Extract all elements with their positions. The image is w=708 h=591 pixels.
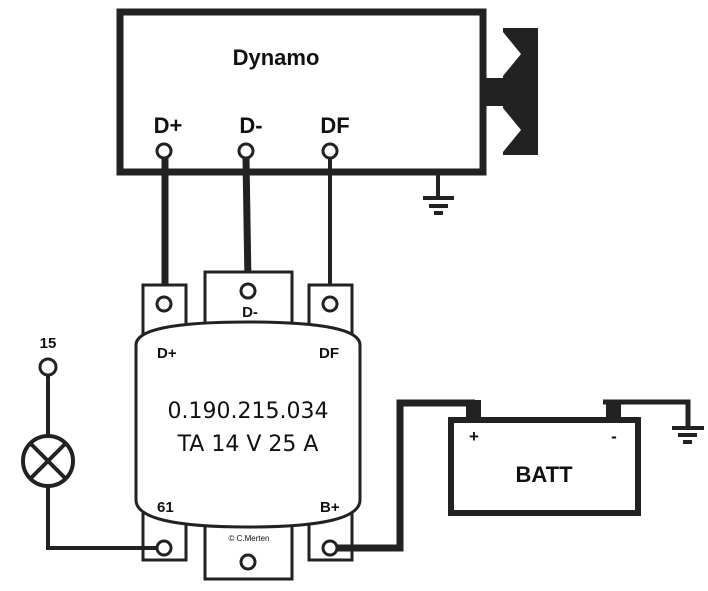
dynamo-title: Dynamo — [233, 45, 320, 70]
battery-minus-label: - — [611, 427, 617, 446]
dynamo-terminal-d-plus — [155, 142, 173, 160]
terminal-15 — [38, 357, 58, 377]
charge-lamp-circuit: 15 — [21, 335, 157, 550]
regulator-label-b-plus: B+ — [320, 499, 340, 516]
regulator-terminal-d-plus — [155, 295, 173, 313]
lamp-icon — [21, 434, 75, 488]
wire-d-minus — [242, 157, 252, 285]
regulator-rating: TA 14 V 25 A — [177, 432, 319, 457]
regulator-label-d-minus: D- — [242, 304, 258, 321]
battery-body — [448, 417, 641, 516]
dynamo-terminal-label-d-minus: D- — [239, 113, 262, 138]
regulator-terminal-61 — [155, 539, 173, 557]
terminal-15-label: 15 — [40, 335, 57, 352]
dynamo-terminal-label-df: DF — [320, 113, 349, 138]
battery-terminal-minus — [606, 400, 621, 422]
dynamo-terminal-label-d-plus: D+ — [154, 113, 183, 138]
ground-icon — [423, 196, 454, 215]
regulator-body — [134, 320, 362, 529]
copyright-label: © C.Merten — [228, 534, 269, 543]
battery-terminal-plus — [466, 400, 481, 422]
wire-lamp-61 — [46, 486, 157, 550]
pulley-shaft — [483, 78, 503, 106]
wire-b-plus-battery — [337, 399, 475, 552]
pulley-icon — [503, 28, 538, 155]
ground-icon — [672, 426, 704, 444]
regulator-label-d-plus: D+ — [157, 345, 177, 362]
regulator-terminal-b-plus — [321, 539, 339, 557]
regulator-part-number: 0.190.215.034 — [168, 399, 329, 424]
dynamo: Dynamo D+ D- DF — [116, 8, 538, 215]
dynamo-terminal-d-minus — [237, 142, 255, 160]
regulator-terminal-bottom — [239, 553, 257, 571]
regulator-label-df: DF — [319, 345, 339, 362]
regulator-terminal-d-minus — [239, 282, 257, 300]
dynamo-terminal-df — [321, 142, 339, 160]
battery-plus-label: + — [469, 427, 479, 446]
dynamo-body — [116, 8, 487, 176]
battery: + - BATT — [337, 399, 704, 552]
regulator: D- D+ DF 0.190.215.034 TA 14 V 25 A 61 B… — [134, 270, 362, 581]
regulator-label-61: 61 — [157, 499, 174, 516]
regulator-terminal-df — [321, 295, 339, 313]
battery-label: BATT — [515, 462, 573, 487]
wire-battery-ground — [603, 399, 691, 428]
